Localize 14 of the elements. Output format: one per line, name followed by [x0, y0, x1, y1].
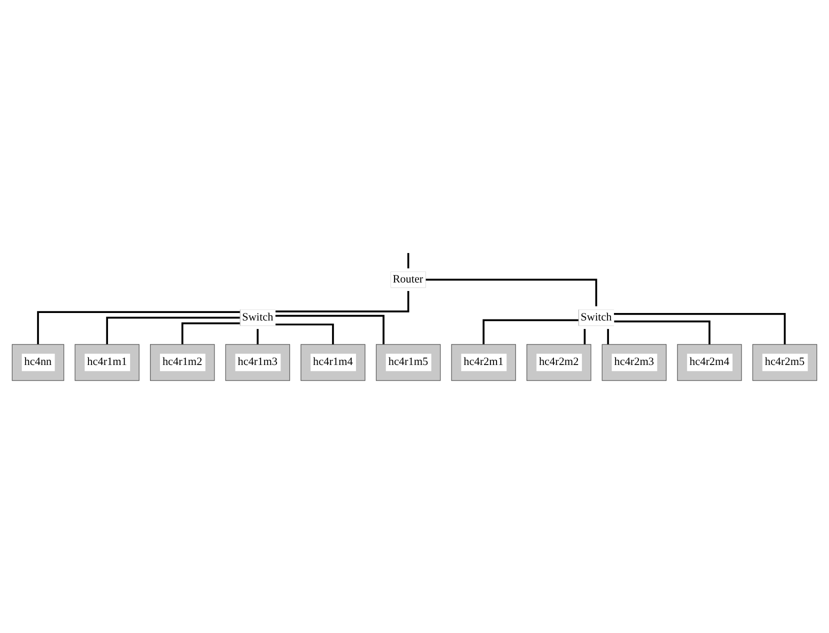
connector [482, 319, 578, 344]
connector [407, 253, 410, 268]
connector [426, 278, 598, 306]
connector [256, 328, 259, 344]
connector [275, 314, 384, 344]
connector [276, 290, 410, 312]
connector [614, 320, 710, 344]
connector [607, 328, 609, 344]
connector [37, 311, 240, 344]
connector [181, 322, 240, 344]
connector [106, 316, 240, 344]
connector [584, 328, 586, 344]
connector [276, 324, 334, 344]
connector [614, 313, 786, 344]
